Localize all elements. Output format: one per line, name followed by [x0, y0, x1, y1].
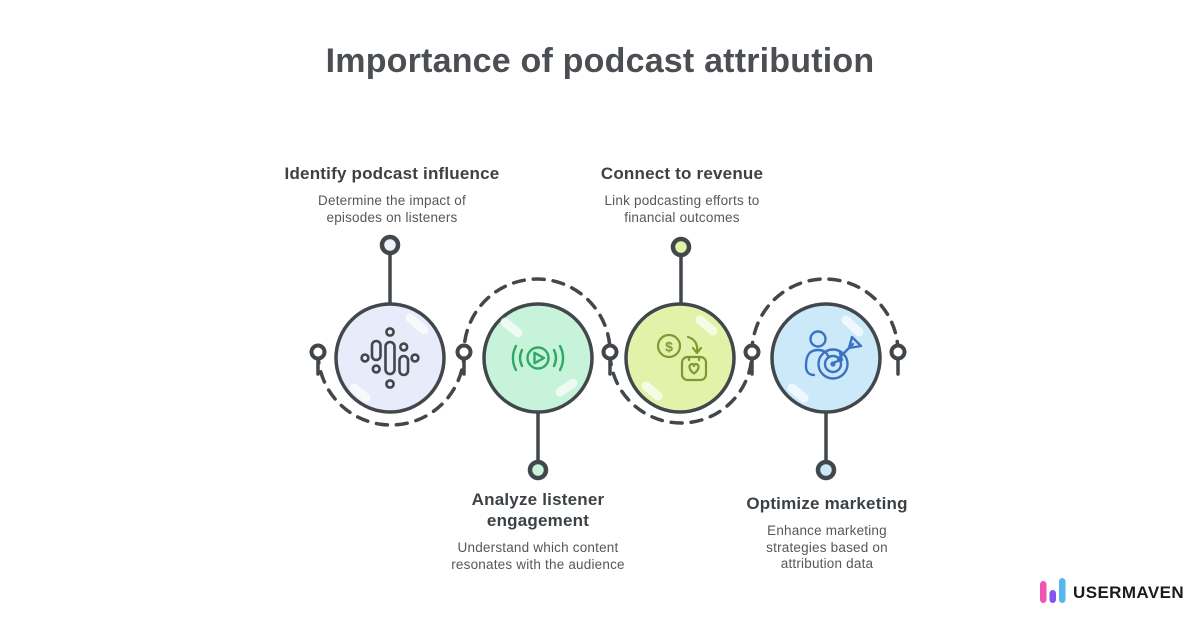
brand-logo: USERMAVEN — [1040, 577, 1184, 604]
node-subtitle: Determine the impact of episodes on list… — [318, 193, 466, 225]
page-title: Importance of podcast attribution — [325, 42, 875, 80]
node-title: Optimize marketing — [746, 494, 908, 513]
label-pins — [379, 234, 837, 481]
node-circle-optimize — [770, 302, 882, 414]
node-circle-identify — [334, 302, 446, 414]
logo-bar-blue — [1059, 578, 1066, 603]
label-connect-to-revenue: Connect to revenue Link podcasting effor… — [522, 163, 842, 226]
junction-ring — [601, 343, 619, 361]
junction-ring — [743, 343, 761, 361]
node-title: Analyze listener engagement — [471, 490, 605, 530]
junction-ring — [455, 343, 473, 361]
person-target-icon — [804, 330, 863, 380]
usermaven-logo-icon — [1040, 578, 1066, 603]
logo-bar-purple — [1049, 590, 1057, 603]
brand-name: USERMAVEN — [1073, 583, 1184, 602]
node-title: Connect to revenue — [600, 164, 764, 183]
junction-rings — [309, 343, 907, 361]
node-circle-revenue — [624, 302, 736, 414]
label-analyze-listener-engagement: Analyze listener engagement Understand w… — [378, 489, 698, 573]
label-optimize-marketing: Optimize marketing Enhance marketing str… — [667, 493, 987, 573]
junction-ring — [889, 343, 907, 361]
connector-lines — [316, 250, 900, 465]
dollar-donation-icon: $ — [656, 333, 708, 382]
node-title: Identify podcast influence — [284, 164, 500, 183]
logo-bar-pink — [1040, 581, 1047, 603]
node-circle-analyze — [482, 302, 594, 414]
pin-analyze — [527, 459, 549, 481]
node-subtitle: Understand which content resonates with … — [451, 540, 625, 572]
texture-streaks — [349, 313, 864, 403]
pin-optimize — [815, 459, 837, 481]
dollar-glyph: $ — [665, 339, 673, 355]
node-subtitle: Enhance marketing strategies based on at… — [766, 523, 888, 571]
label-identify-podcast-influence: Identify podcast influence Determine the… — [232, 163, 552, 226]
node-subtitle: Link podcasting efforts to financial out… — [604, 193, 760, 225]
junction-ring — [309, 343, 327, 361]
pin-identify — [379, 234, 401, 256]
broadcast-play-icon — [511, 344, 565, 372]
podcast-dots-icon — [360, 327, 420, 389]
pin-revenue — [670, 236, 692, 258]
